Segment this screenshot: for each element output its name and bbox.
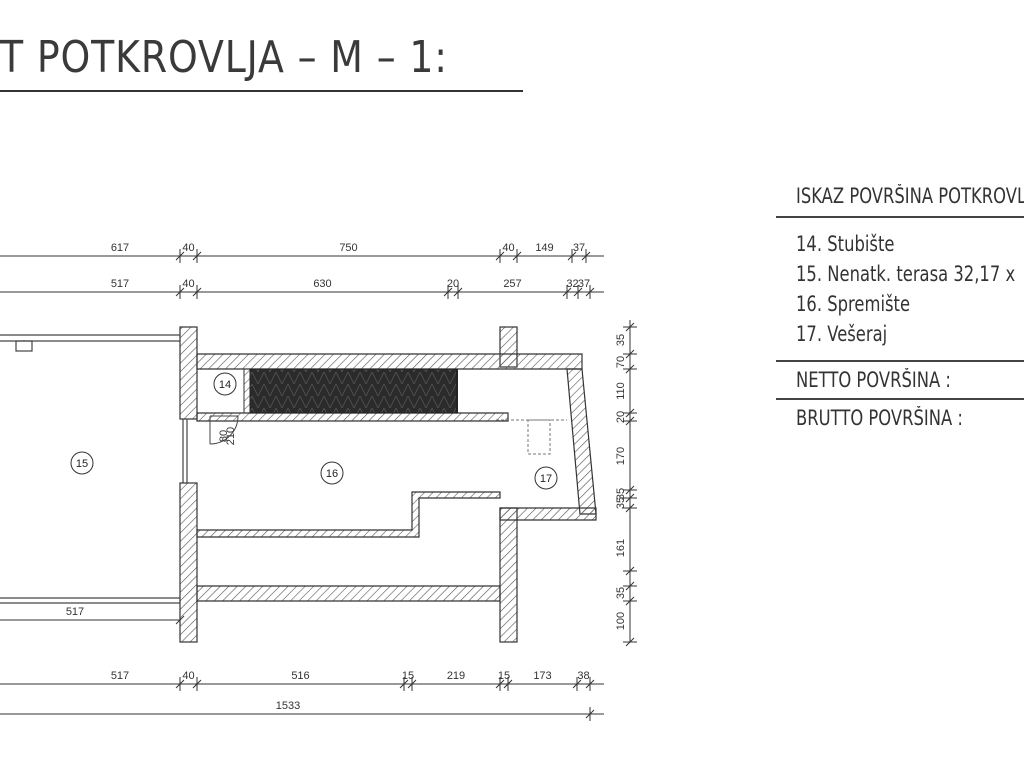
dimension-label: 219 — [447, 670, 465, 682]
dimension-label: 100 — [615, 612, 627, 630]
dimension-label: 617 — [111, 242, 129, 254]
wall-stairs-bottom — [196, 412, 509, 422]
dimension-chains — [0, 249, 637, 721]
dimension-label: 40 — [182, 278, 194, 290]
wall-lower-band — [196, 585, 501, 602]
dimension-label: 1533 — [276, 700, 300, 712]
dimension-label: 20 — [615, 411, 627, 423]
dimension-label: 32 — [566, 278, 578, 290]
room-number: 15 — [76, 458, 88, 470]
dimension-label: 750 — [339, 242, 357, 254]
wall-17-bottom — [499, 507, 597, 521]
dimension-label: 110 — [615, 382, 627, 400]
room-marker — [70, 451, 94, 475]
title-underline — [0, 90, 523, 92]
dimension-label: 15 — [498, 670, 510, 682]
dimension-label: 40 — [182, 242, 194, 254]
room-number: 16 — [326, 468, 338, 480]
dimension-label: 40 — [502, 242, 514, 254]
dimension-label: 37 — [573, 242, 585, 254]
dimension-label: 15 — [402, 670, 414, 682]
dimension-label: 170 — [615, 447, 627, 465]
dimension-label: 35 — [615, 497, 627, 509]
terrace-outline — [0, 334, 188, 604]
wall-top-outer — [196, 353, 583, 370]
dimension-label: 517 — [111, 670, 129, 682]
room-number: 17 — [540, 473, 552, 485]
door-swing — [209, 415, 239, 445]
dimension-label: 630 — [313, 278, 331, 290]
dimension-label: 516 — [291, 670, 309, 682]
dimension-label: 80 — [218, 430, 230, 442]
wall-left-upper — [179, 326, 198, 420]
area-table: ISKAZ POVRŠINA POTKROVL 14. Stubište 15.… — [776, 176, 1024, 436]
drawing-title: T POTKROVLJA – M – 1:100 — [0, 32, 449, 83]
table-item-15: 15. Nenatk. terasa 32,17 x — [796, 262, 1016, 286]
dimension-label: 173 — [533, 670, 551, 682]
room-marker — [320, 461, 344, 485]
table-item-16: 16. Spremište — [796, 292, 911, 316]
room-marker — [534, 466, 558, 490]
table-rule-low — [776, 398, 1024, 400]
table-item-17: 17. Vešeraj — [796, 322, 888, 346]
wall-left-lower — [179, 482, 198, 643]
dimension-label: 40 — [182, 670, 194, 682]
room-labels: 14 15 16 17 — [70, 372, 558, 490]
dimension-label: 37 — [578, 278, 590, 290]
dimension-label: 149 — [535, 242, 553, 254]
table-item-14: 14. Stubište — [796, 232, 895, 256]
wall-16-bottom-stepped — [196, 491, 501, 538]
dimension-label: 517 — [111, 278, 129, 290]
wall-right-slope — [566, 368, 597, 515]
dimension-label: 161 — [615, 539, 627, 557]
dimension-label: 35 — [615, 587, 627, 599]
dimension-label: 517 — [66, 606, 84, 618]
dimension-label: 210 — [225, 427, 237, 445]
dimension-label: 35 — [615, 488, 627, 500]
wall-right-lower — [499, 507, 518, 643]
room-marker — [213, 372, 237, 396]
netto-area-label: NETTO POVRŠINA : — [796, 368, 951, 392]
stairs-block — [249, 368, 458, 414]
dimension-label: 257 — [503, 278, 521, 290]
brutto-area-label: BRUTTO POVRŠINA : — [796, 406, 963, 430]
dimension-label: 35 — [615, 334, 627, 346]
table-rule-top — [776, 216, 1024, 218]
wall-14-divider — [243, 368, 251, 414]
room-number: 14 — [219, 379, 231, 391]
dimension-label: 38 — [577, 670, 589, 682]
table-rule-mid — [776, 360, 1024, 362]
dimension-label: 20 — [447, 278, 459, 290]
laundry-fixture — [527, 419, 551, 455]
table-heading: ISKAZ POVRŠINA POTKROVL — [796, 184, 1024, 208]
dimension-label: 70 — [615, 356, 627, 368]
